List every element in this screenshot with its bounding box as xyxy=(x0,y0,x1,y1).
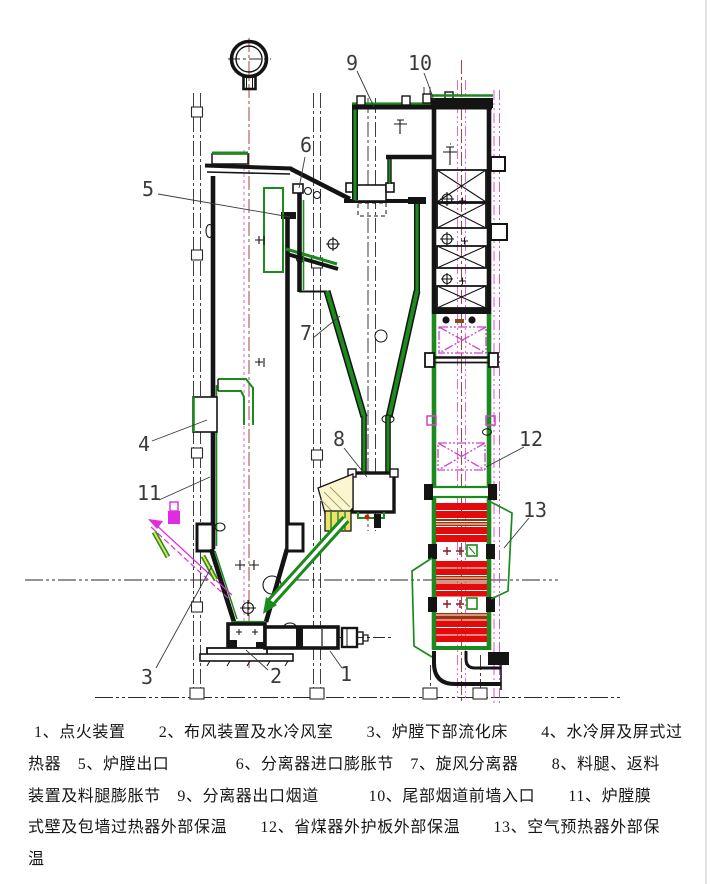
steam-drum xyxy=(229,39,269,91)
feed-arrow xyxy=(148,519,163,529)
callout-3: 3 xyxy=(141,665,153,689)
aph-casing-left xyxy=(411,557,433,658)
loop-seal-assembly xyxy=(263,416,399,614)
backpass-top-cap xyxy=(431,98,493,108)
callout-7: 7 xyxy=(300,321,312,345)
flue-outlet-elbow xyxy=(432,651,509,690)
legend-line-1: 1、点火装置 2、布风装置及水冷风室 3、炉膛下部流化床 4、水冷屏及屏式过 xyxy=(34,724,683,741)
aph-joint-1 xyxy=(428,544,495,559)
furnace-symbols xyxy=(205,223,340,640)
callout-8: 8 xyxy=(333,427,345,451)
legend: 1、点火装置 2、布风装置及水冷风室 3、炉膛下部流化床 4、水冷屏及屏式过 热… xyxy=(0,717,711,876)
air-preheater xyxy=(411,501,513,658)
callout-5: 5 xyxy=(142,177,154,201)
column-feet xyxy=(189,687,488,700)
furnace-outlet-screen xyxy=(263,187,284,273)
furnace xyxy=(192,151,340,667)
backpass xyxy=(394,94,508,650)
outlet-expansion-joint xyxy=(353,184,387,202)
callout-2: 2 xyxy=(270,664,282,688)
feeder-device xyxy=(168,511,180,524)
callout-11: 11 xyxy=(137,481,161,505)
callout-10: 10 xyxy=(408,51,432,75)
aph-bank-1 xyxy=(436,503,487,542)
legend-line-2: 热器 5、炉膛出口 6、分离器进口膨胀节 7、旋风分离器 8、料腿、返料 xyxy=(28,755,661,773)
callout-numbers: 1 2 3 4 5 6 7 8 9 10 11 12 13 xyxy=(137,51,547,689)
legend-line-3: 装置及料腿膨胀节 9、分离器出口烟道 10、尾部烟道前墙入口 11、炉膛膜 xyxy=(28,787,652,805)
backpass-symbols xyxy=(394,119,468,285)
wall-bracket xyxy=(490,223,508,241)
callout-9: 9 xyxy=(346,51,358,75)
loop-seal-box xyxy=(350,471,396,514)
superheater-banks xyxy=(436,169,487,309)
callout-13: 13 xyxy=(523,498,547,522)
aph-bank-2 xyxy=(436,561,487,597)
furnace-lug-right xyxy=(285,522,305,553)
callout-4: 4 xyxy=(138,432,150,456)
aph-joint-2 xyxy=(428,597,495,612)
aph-bank-3 xyxy=(436,613,487,642)
waterwall-panel-bracket xyxy=(192,396,218,433)
furnace-lug-left xyxy=(195,522,215,553)
ignition-device xyxy=(263,625,369,650)
callout-1: 1 xyxy=(340,662,352,686)
inlet-expansion-joint xyxy=(292,183,304,194)
aph-casing-right xyxy=(490,501,513,600)
separator-outlet-duct xyxy=(352,91,492,200)
callout-leaders xyxy=(151,70,530,671)
return-leg-nozzle xyxy=(263,597,277,614)
wall-bracket xyxy=(490,156,506,172)
legend-line-4: 式壁及包墙过热器外部保温 12、省煤器外护板外部保温 13、空气预热器外部保 xyxy=(28,819,661,837)
callout-12: 12 xyxy=(519,427,543,451)
air-distributor-chamber xyxy=(199,622,294,667)
platen-superheater-elbow xyxy=(217,378,254,425)
drum-seat-box xyxy=(211,153,249,165)
economizer-banks xyxy=(437,326,487,471)
boiler-elevation-drawing: 1 2 3 4 5 6 7 8 9 10 11 12 13 xyxy=(25,38,620,705)
centerlines xyxy=(243,38,500,705)
legend-line-5: 温 xyxy=(28,851,45,869)
callout-6: 6 xyxy=(300,133,312,157)
construction-lines xyxy=(25,58,620,698)
cyclone-separator xyxy=(285,166,426,424)
fuel-feed-chute xyxy=(148,501,233,600)
